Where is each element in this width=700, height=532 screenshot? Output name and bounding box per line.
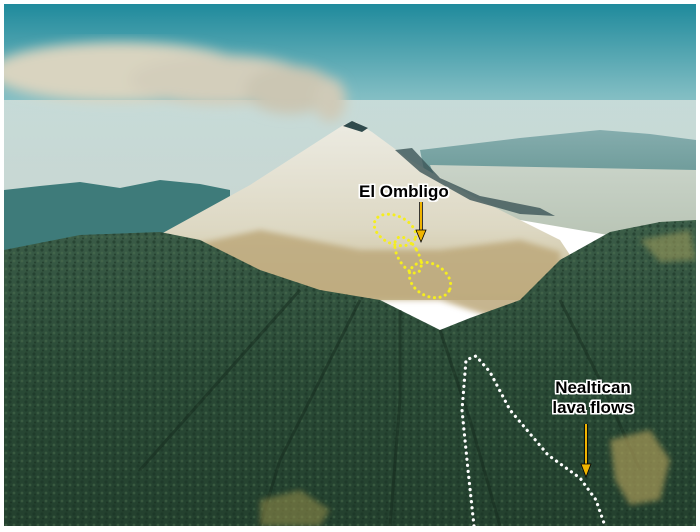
nealtican-lava-outline: [460, 354, 607, 526]
volcano-photo: El Ombligo Nealtican lava flows: [4, 4, 696, 526]
el-ombligo-label: El Ombligo: [359, 182, 449, 201]
ash-plume: [4, 42, 346, 122]
photo-scene: [4, 4, 696, 526]
nealtican-label-line1: Nealtican: [555, 378, 631, 397]
el-ombligo-outline: [372, 212, 453, 300]
nealtican-arrow: [580, 424, 592, 479]
nealtican-label: Nealtican lava flows: [538, 378, 648, 418]
nealtican-label-line2: lava flows: [552, 398, 634, 417]
meadow-patch: [610, 430, 670, 505]
el-ombligo-arrow: [415, 202, 427, 244]
